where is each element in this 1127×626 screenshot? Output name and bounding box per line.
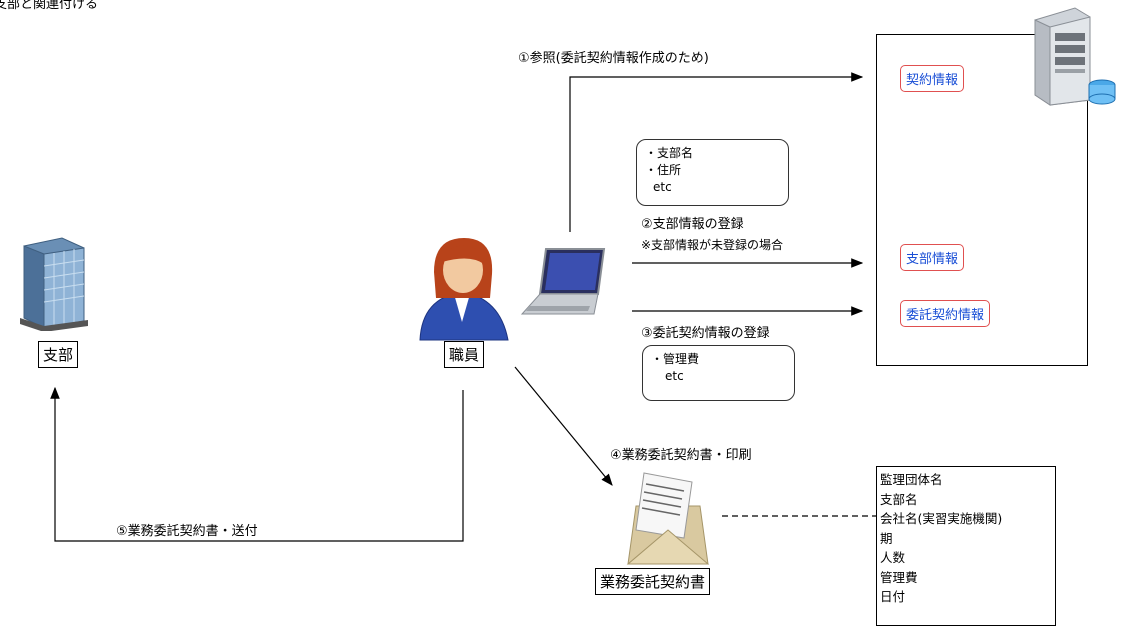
arrow-2-label: ②支部情報の登録 bbox=[641, 217, 744, 232]
branch-info-note-item: ・支部名 bbox=[645, 146, 694, 160]
server-contract-info-label: 契約情報 bbox=[900, 65, 965, 92]
contract-info-note-item: ・管理費 bbox=[651, 352, 700, 366]
branch-info-note-item: ・住所 bbox=[645, 163, 682, 177]
contract-doc-label: 業務委託契約書 bbox=[595, 568, 711, 595]
branch-label: 支部 bbox=[38, 341, 79, 368]
branch-info-note-item: etc bbox=[653, 180, 672, 194]
arrow-2-note: ※支部情報が未登録の場合 bbox=[641, 238, 784, 252]
building-icon bbox=[20, 237, 88, 331]
staff-label: 職員 bbox=[444, 341, 485, 368]
arrow-5-send bbox=[50, 386, 464, 542]
server-consign-contract-info-label: 委託契約情報 bbox=[900, 300, 991, 327]
header-partial-text: 支部と関連付ける bbox=[0, 0, 99, 12]
arrow-1-reference bbox=[569, 72, 864, 232]
document-fields-box: 監理団体名 支部名 会社名(実習実施機関) 期 人数 管理費 日付 bbox=[876, 466, 1056, 626]
arrow-3-label: ③委託契約情報の登録 bbox=[641, 326, 770, 341]
staff-person-icon bbox=[419, 238, 509, 341]
arrow-4-label: ④業務委託契約書・印刷 bbox=[610, 448, 752, 463]
server-icon bbox=[1034, 7, 1116, 106]
arrow-1-label: ①参照(委託契約情報作成のため) bbox=[518, 51, 709, 66]
doc-field: 期 bbox=[880, 530, 893, 546]
document-envelope-icon bbox=[626, 472, 710, 565]
server-branch-info-label: 支部情報 bbox=[900, 244, 965, 271]
arrow-5-label: ⑤業務委託契約書・送付 bbox=[116, 524, 258, 539]
doc-field: 管理費 bbox=[880, 569, 918, 585]
arrow-4-print bbox=[514, 366, 613, 486]
doc-field: 人数 bbox=[880, 550, 906, 565]
doc-field: 支部名 bbox=[880, 491, 918, 507]
contract-info-note: ・管理費 etc bbox=[642, 345, 795, 401]
branch-info-note: ・支部名 ・住所 etc bbox=[636, 139, 789, 206]
doc-field: 監理団体名 bbox=[880, 472, 943, 487]
contract-info-note-item: etc bbox=[665, 369, 684, 383]
laptop-icon bbox=[520, 248, 606, 315]
doc-field: 日付 bbox=[880, 589, 906, 604]
doc-field: 会社名(実習実施機関) bbox=[880, 511, 1003, 526]
